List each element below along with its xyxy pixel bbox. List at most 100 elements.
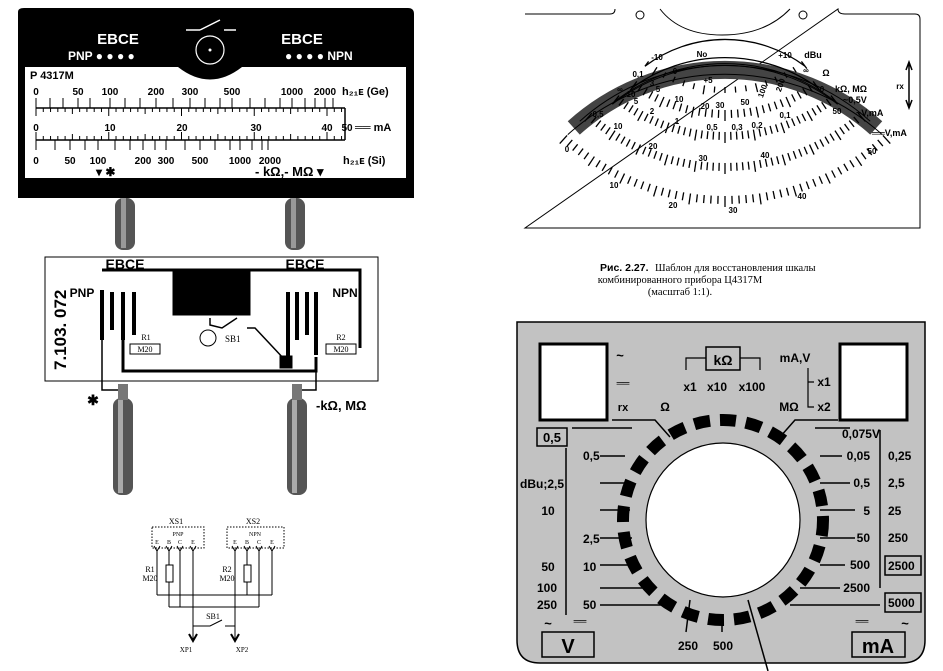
switch-knob[interactable] (645, 442, 801, 598)
multiplier-label: x1 (683, 380, 697, 394)
kohm-tick (712, 131, 715, 140)
r1-resistor (129, 343, 161, 355)
tester-panel-marker-right-label: - kΩ,- MΩ ▾ (255, 164, 324, 179)
kohm-tick (816, 105, 822, 113)
ohm-tick (672, 101, 677, 110)
v-button-label[interactable]: V (561, 636, 575, 658)
outer-tick (799, 183, 803, 192)
mount-hole-left (635, 10, 645, 20)
scale-plate-dbu-arc-labels-1-label: No (697, 50, 708, 59)
outer-tick (745, 195, 748, 204)
outer-tick (849, 159, 855, 168)
switch-panel-ac-symbol-label: ~ (901, 616, 909, 631)
outer-tick (607, 166, 613, 175)
npn-pins (286, 292, 318, 360)
v-tick (741, 162, 744, 171)
v-tick (829, 133, 835, 141)
scale-plate-ohm-arc-labels-2-label: 5 (656, 85, 661, 94)
outer-tick (577, 148, 584, 156)
switch-panel-boxed-left-label: 0,5 (543, 430, 561, 445)
tester-panel-scale-si-labels-2-label: 100 (90, 156, 107, 167)
dbu-tick (754, 83, 759, 93)
scale-plate-outline (523, 8, 921, 229)
switch-dashed-ring[interactable] (617, 414, 829, 626)
v-tick (615, 133, 621, 141)
dbu-tick (764, 80, 768, 87)
outer-tick (627, 176, 632, 184)
scale-plate-kohm-arc-labels-0-label: ∞ (617, 85, 623, 94)
tester-panel-scale-ge-labels-7-label: 2000 (314, 87, 337, 98)
kohm-tick (637, 110, 644, 122)
switch-panel-v075-label: 0,075V (842, 427, 880, 441)
v-tick (663, 154, 669, 166)
tester-panel-scale-si-labels-5-label: 500 (192, 156, 209, 167)
outer-tick (882, 134, 891, 144)
probe-left-tip (118, 384, 128, 400)
schematic-pnp-label: PNP (172, 532, 184, 538)
outer-tick (695, 194, 699, 203)
kohm-tick (796, 115, 801, 124)
tester-panel-scale-ge-labels-1-label: 50 (72, 87, 84, 98)
kohm-tick (688, 128, 692, 137)
scale-plate-dbu-arc-labels-6-label: 200 (774, 77, 787, 93)
scale-plate-dbu-arc-labels-4-label: +5 (703, 76, 713, 85)
outer-tick (855, 156, 863, 167)
schematic-xs1-label: XS1 (169, 517, 183, 526)
pin-label: B (245, 540, 249, 546)
ma-button[interactable] (851, 631, 906, 658)
ma-button-label[interactable]: mA (862, 636, 894, 658)
scale-arcs (559, 38, 891, 207)
ohm-tick (812, 80, 821, 91)
scale-plate-kohm-arc-unit-label: kΩ, MΩ (835, 84, 867, 94)
part-number-label: 7.103. 072 (51, 290, 70, 370)
v-tick (670, 156, 674, 165)
ohm-tick (711, 109, 714, 118)
dbu-tick (783, 72, 788, 79)
outer-tick (583, 152, 590, 160)
ohm-tick (743, 108, 746, 117)
ohm-tick (767, 103, 772, 112)
scale-plate-rx-label-label: rx (896, 82, 904, 91)
button-circle-icon[interactable] (195, 35, 225, 65)
v-tick (659, 152, 663, 161)
outer-tick (688, 193, 692, 205)
kohm-tick (747, 130, 750, 139)
kohm-tick (706, 131, 709, 140)
dbu-tick (662, 72, 667, 79)
kohm-tick (618, 98, 625, 106)
v-button[interactable] (541, 631, 595, 658)
scale-plate-kohm-arc-labels-1-label: 10 (627, 90, 636, 99)
v-tick (688, 159, 691, 169)
board-drawing (44, 256, 379, 391)
board-ebce-left-label: EBCE (106, 256, 145, 272)
caption-line: комбинированного прибора Ц4317М (598, 275, 763, 286)
outer-tick (559, 134, 568, 144)
ohm-tick (658, 96, 665, 108)
schematic-xs2-label: XS2 (246, 517, 260, 526)
scale-plate-ohm-arc-unit-label: Ω (822, 68, 829, 78)
ohm-tick (698, 107, 701, 116)
probe-left-wire (101, 340, 122, 391)
v-tick (834, 130, 842, 141)
board-probe-right-label-label: -kΩ, MΩ (316, 398, 366, 413)
ohm-tick (690, 106, 695, 118)
kohm-tick (671, 124, 676, 133)
dbu-tick (774, 76, 778, 83)
v-tick (620, 136, 626, 144)
kohm-tick (785, 120, 790, 129)
kohm-tick (633, 108, 639, 116)
tester-panel-ebce-left-label: EBCE (97, 31, 139, 48)
range-label: 250 (537, 598, 557, 612)
v-tick (676, 157, 680, 166)
ohm-tick (807, 84, 813, 92)
pin-label: E (270, 540, 274, 546)
tester-panel-scale-ma-labels-1-label: 10 (104, 123, 116, 134)
v-tick (608, 130, 616, 141)
kohm-tick (677, 125, 681, 134)
ohm-tick (648, 91, 654, 99)
board-pnp-label: PNP (70, 286, 95, 300)
board-ebce-right-label: EBCE (286, 256, 325, 272)
range-label: 0,5 (853, 476, 870, 490)
kohm-tick (769, 125, 773, 134)
